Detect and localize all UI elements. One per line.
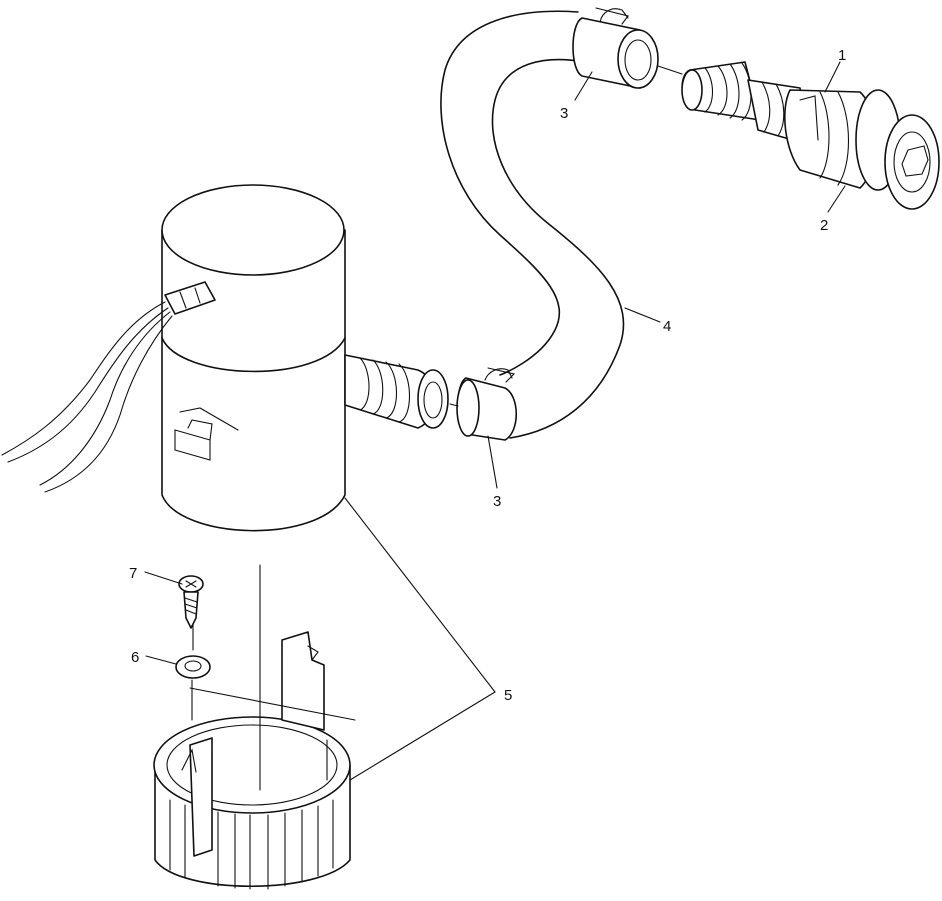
screw xyxy=(178,575,204,629)
hose-clamp-upper xyxy=(572,7,659,89)
washer xyxy=(175,655,211,679)
thru-hull-fitting xyxy=(681,61,940,210)
hose xyxy=(440,10,625,439)
callout-7: 7 xyxy=(129,565,137,582)
leader-lines xyxy=(144,61,846,781)
wire-leads xyxy=(1,281,216,493)
bilge-pump-motor xyxy=(161,184,449,532)
callout-2: 2 xyxy=(820,217,828,234)
callout-4: 4 xyxy=(663,318,671,335)
callout-3-upper: 3 xyxy=(560,105,568,122)
callout-3-lower: 3 xyxy=(493,493,501,510)
assembly-guide-lines xyxy=(189,65,683,791)
strainer-base xyxy=(153,631,351,890)
hose-clamp-lower xyxy=(456,367,517,441)
callout-5: 5 xyxy=(504,687,512,704)
callout-1: 1 xyxy=(838,47,846,64)
callout-6: 6 xyxy=(131,649,139,666)
